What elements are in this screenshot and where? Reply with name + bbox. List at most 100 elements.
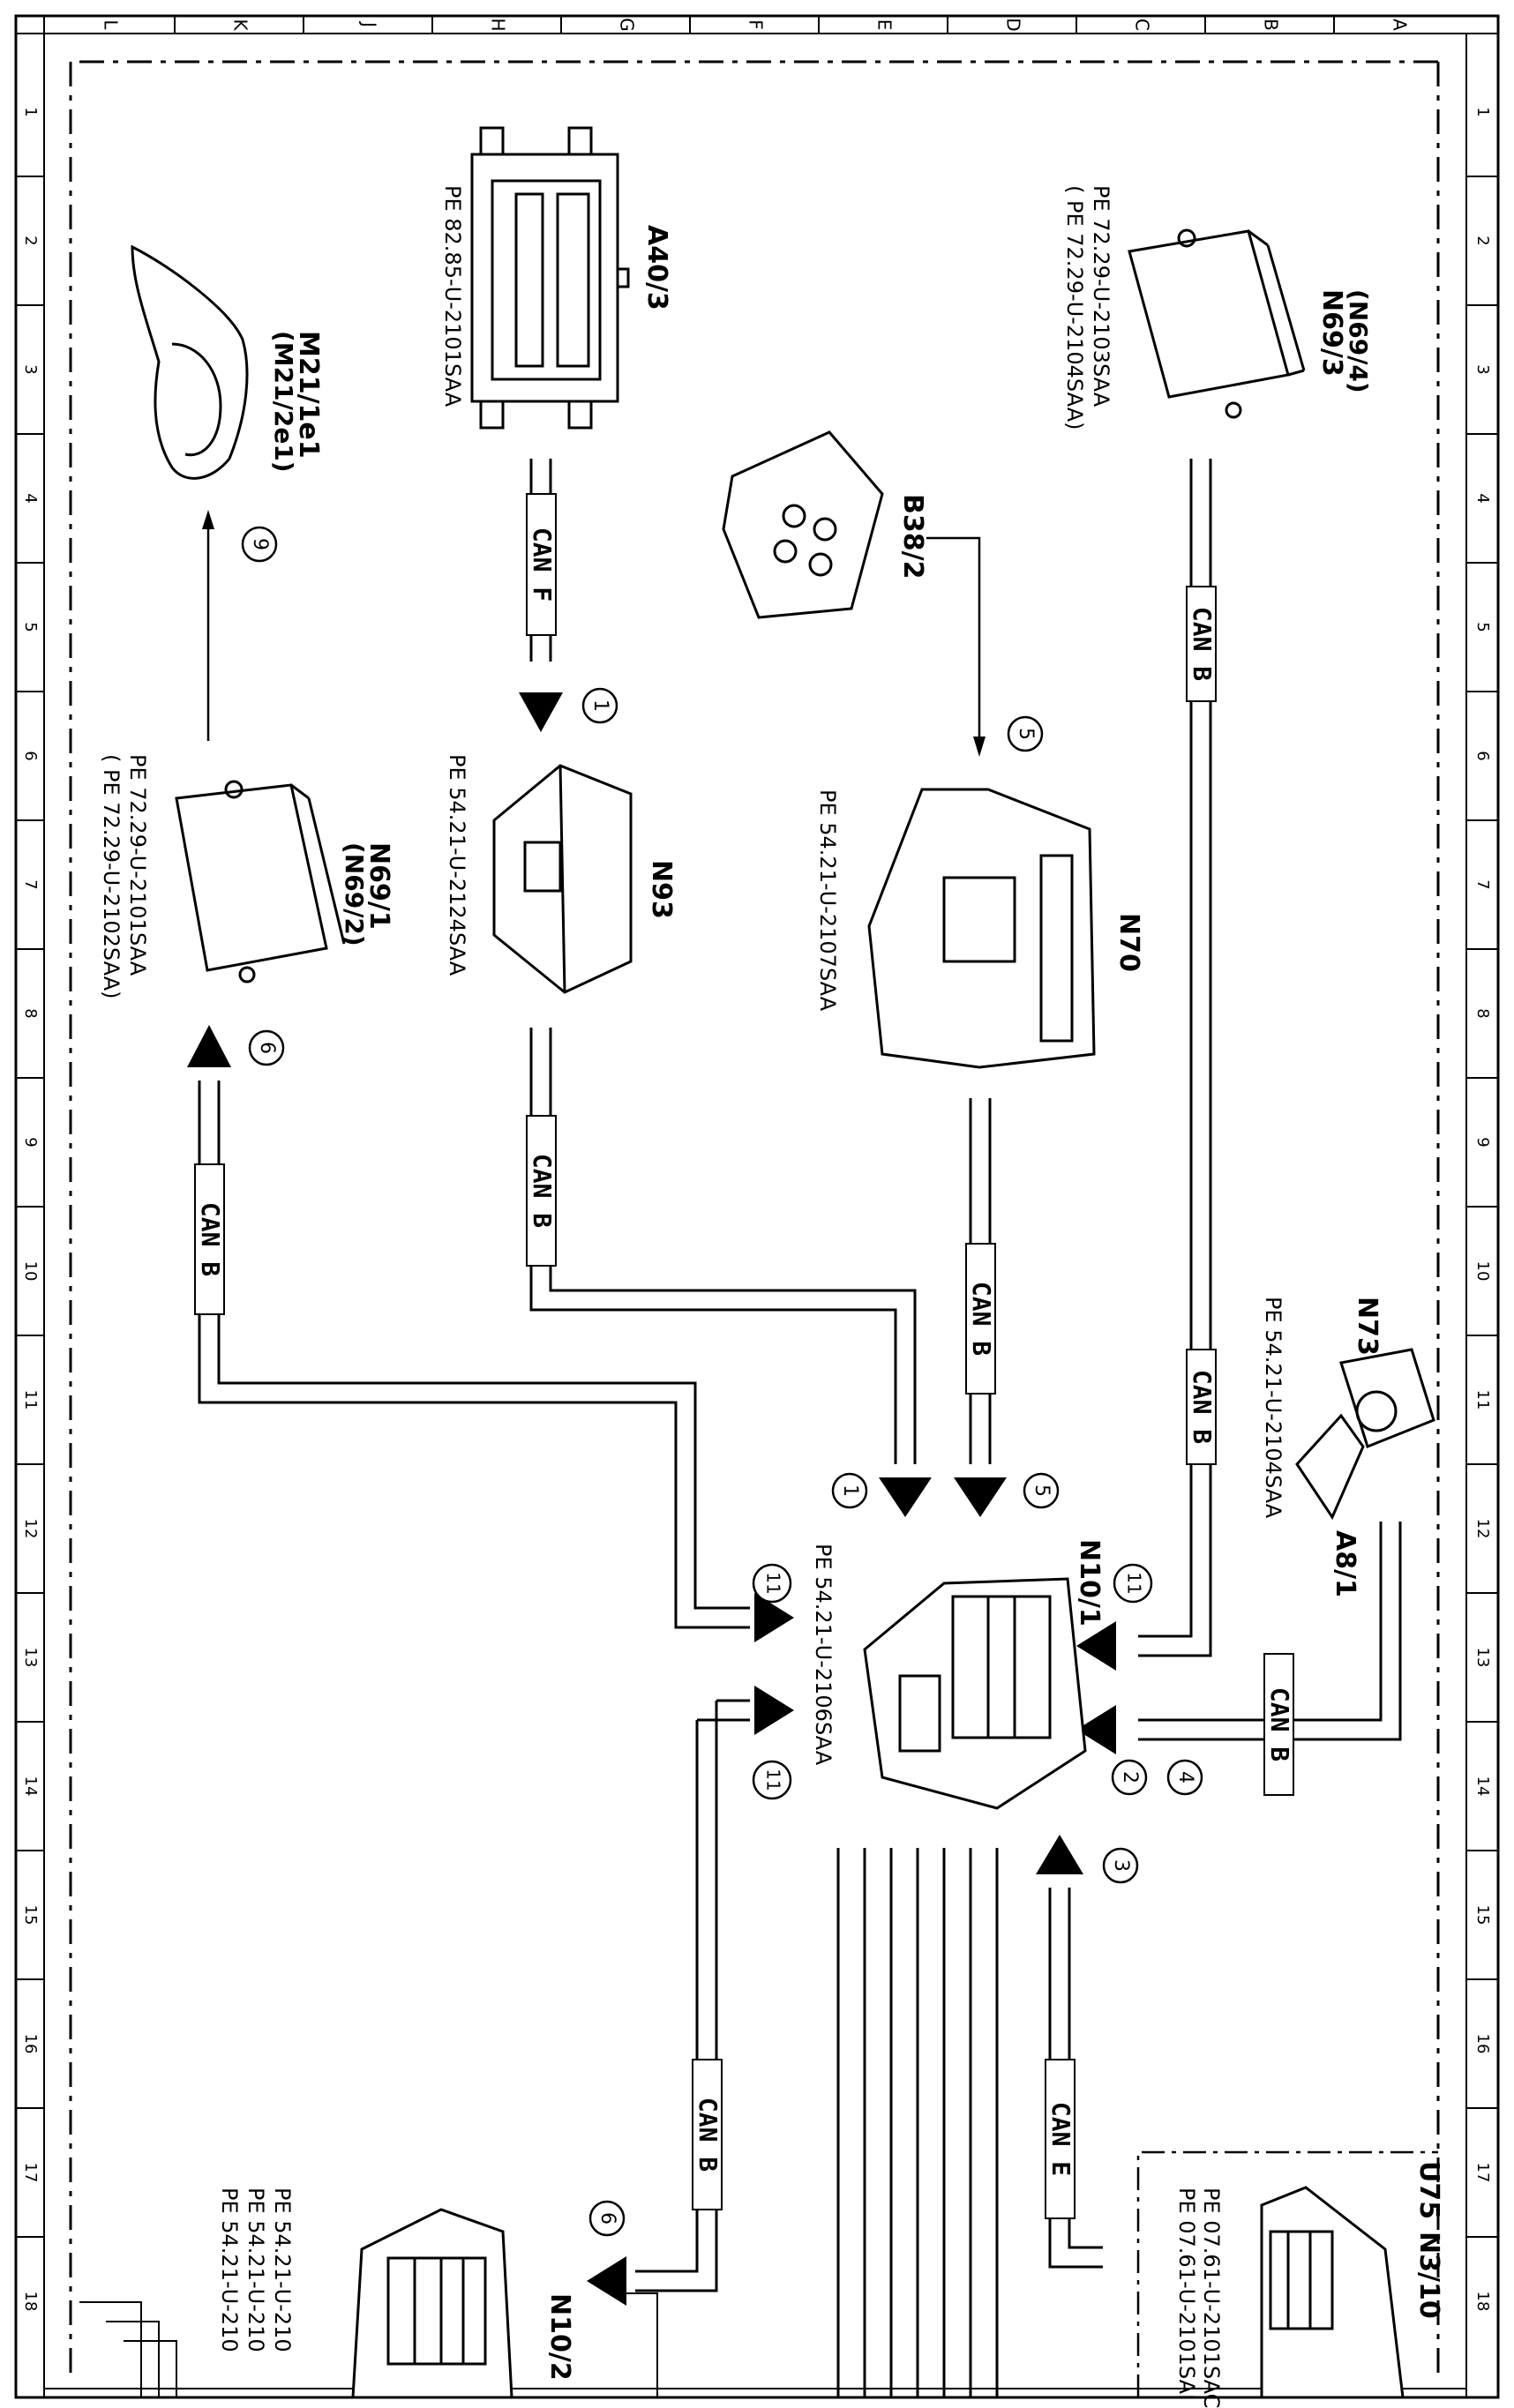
svg-text:2: 2 — [1119, 1771, 1141, 1784]
n70-label: N70 — [1113, 913, 1144, 972]
marker-11-left-a: 11 — [752, 1563, 792, 1604]
marker-1-top: 1 — [581, 687, 618, 724]
n10-2-ref2: PE 54.21-U-210 — [244, 2187, 268, 2352]
row-label-left-7: 7 — [21, 879, 40, 889]
n3-10-ecu — [1260, 2186, 1405, 2399]
row-label-left-6: 6 — [21, 751, 40, 760]
n93-module — [492, 764, 633, 994]
n70-overhead-unit — [867, 788, 1096, 1069]
svg-text:CAN E: CAN E — [1046, 2102, 1076, 2176]
row-label-left-11: 11 — [21, 1390, 40, 1410]
column-label-b: B — [1261, 19, 1282, 31]
harness-bundle — [836, 1848, 999, 2397]
n3-10-label: N3/10 — [1413, 2232, 1444, 2319]
column-label-d: D — [1003, 18, 1024, 31]
marker-4: 4 — [1166, 1759, 1203, 1796]
row-label-left-4: 4 — [21, 493, 40, 503]
svg-text:5: 5 — [1031, 1484, 1053, 1497]
n73-ref1: PE 54.21-U-2104SAA — [1261, 1297, 1285, 1519]
column-label-e: E — [874, 19, 896, 31]
row-label-right-15: 15 — [1473, 1905, 1492, 1926]
svg-text:4: 4 — [1174, 1771, 1196, 1784]
can-b-label-upper-right: CAN B — [1186, 1349, 1217, 1465]
b38-2-arrowhead — [973, 737, 986, 757]
row-label-right-12: 12 — [1473, 1519, 1492, 1539]
marker-11-left-b: 11 — [752, 1760, 792, 1800]
can-b-label-lower: CAN B — [692, 2059, 723, 2210]
markers: 1 5 9 6 1 5 11 11 11 2 4 3 6 — [241, 526, 1203, 2237]
column-label-c: C — [1132, 19, 1153, 31]
svg-text:CAN B: CAN B — [528, 1154, 557, 1228]
svg-text:CAN F: CAN F — [528, 527, 557, 602]
svg-text:CAN B: CAN B — [693, 2098, 723, 2172]
row-label-right-1: 1 — [1473, 107, 1492, 116]
u75-dashed-box — [1136, 2150, 1438, 2397]
n10-2-connector — [351, 2208, 513, 2399]
n73-label: N73 — [1352, 1297, 1383, 1356]
svg-text:3: 3 — [1110, 1859, 1132, 1872]
row-label-right-9: 9 — [1473, 1137, 1492, 1147]
row-label-right-2: 2 — [1473, 236, 1492, 245]
row-label-right-13: 13 — [1473, 1648, 1492, 1668]
component-labels: N69/3 (N69/4) PE 72.29-U-2103SAA ( PE 72… — [99, 185, 1444, 2408]
m21-lamp — [131, 244, 249, 480]
row-label-right-3: 3 — [1473, 364, 1492, 374]
marker-11-right: 11 — [1113, 1563, 1153, 1604]
row-label-left-9: 9 — [21, 1137, 40, 1147]
arrowheads — [187, 692, 1116, 2306]
svg-text:5: 5 — [1015, 728, 1037, 740]
n3-10-ref1: PE 07.61-U-2101SAC — [1199, 2187, 1224, 2408]
svg-text:11: 11 — [763, 1769, 784, 1791]
a8-1-label: A8/1 — [1330, 1530, 1360, 1597]
n3-10-ref2: PE 07.61-U-2101SAI — [1174, 2187, 1199, 2400]
bus-labels: CAN B CAN B CAN B CAN F CAN B CAN B CAN … — [194, 493, 1294, 2219]
n10-2-ref1: PE 54.21-U-210 — [270, 2187, 295, 2352]
row-label-left-14: 14 — [21, 1776, 40, 1797]
svg-text:6: 6 — [596, 2212, 618, 2225]
can-f-label: CAN F — [526, 493, 557, 636]
can-b-label-n93: CAN B — [526, 1115, 557, 1267]
svg-text:CAN B: CAN B — [196, 1202, 225, 1276]
svg-text:CAN B: CAN B — [1188, 1370, 1217, 1444]
row-label-right-6: 6 — [1473, 751, 1492, 760]
column-label-j: J — [359, 20, 380, 27]
marker-5-top: 5 — [1007, 715, 1044, 752]
n69-1-ref2: ( PE 72.29-U-2102SAA) — [99, 754, 124, 998]
n73-ignition-switch — [1295, 1348, 1435, 1521]
m21-arrowhead — [202, 510, 214, 529]
row-label-right-5: 5 — [1473, 622, 1492, 632]
n69-1-label: N69/1 — [364, 842, 394, 930]
can-b-label-a8: CAN B — [1263, 1653, 1294, 1796]
svg-text:11: 11 — [1124, 1572, 1145, 1594]
svg-text:11: 11 — [763, 1572, 784, 1594]
column-label-l: L — [101, 19, 122, 30]
row-label-right-10: 10 — [1473, 1261, 1492, 1282]
m21-alt-label: (M21/2e1) — [269, 331, 298, 473]
n10-1-ref1: PE 54.21-U-2106SAA — [811, 1544, 836, 1766]
row-grid: 1 2 3 4 5 6 7 8 9 10 11 12 13 14 15 16 1… — [16, 107, 1498, 2311]
can-e-label: CAN E — [1045, 2059, 1076, 2219]
row-label-left-5: 5 — [21, 622, 40, 632]
marker-5-lower: 5 — [1023, 1472, 1060, 1509]
n69-3-label: N69/3 — [1316, 289, 1347, 377]
svg-text:1: 1 — [589, 699, 611, 712]
svg-text:6: 6 — [256, 1042, 278, 1054]
row-label-right-7: 7 — [1473, 879, 1492, 889]
n69-1-ref1: PE 72.29-U-2101SAA — [125, 754, 150, 976]
n70-ref1: PE 54.21-U-2107SAA — [815, 789, 840, 1012]
u75-label: U75 — [1413, 2161, 1444, 2219]
row-label-right-18: 18 — [1473, 2292, 1492, 2312]
can-b-label-n69-1: CAN B — [194, 1163, 225, 1315]
svg-text:CAN B: CAN B — [1265, 1687, 1294, 1761]
n93-ref1: PE 54.21-U-2124SAA — [445, 754, 469, 976]
row-label-left-16: 16 — [21, 2034, 40, 2054]
n69-3-ref1: PE 72.29-U-2103SAA — [1089, 185, 1113, 408]
row-label-left-17: 17 — [21, 2163, 40, 2183]
column-label-k: K — [230, 19, 251, 31]
n69-3-ref2: ( PE 72.29-U-2104SAA) — [1062, 185, 1087, 430]
column-grid: L K J H G F E D C B A — [101, 16, 1411, 34]
n10-1-label: N10/1 — [1074, 1539, 1105, 1627]
marker-9: 9 — [241, 526, 278, 563]
n69-1-alt-label: (N69/2) — [340, 842, 369, 946]
